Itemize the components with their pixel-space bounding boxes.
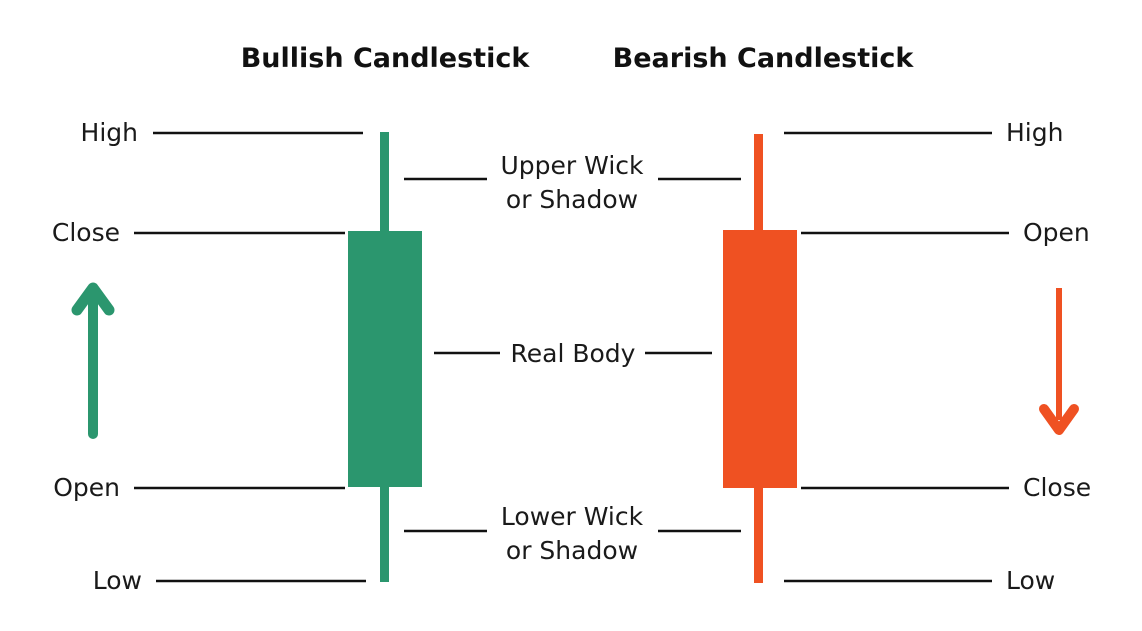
label-upper-wick-line1: Upper Wick — [501, 151, 645, 180]
bullish-real-body — [348, 231, 422, 487]
bearish-title: Bearish Candlestick — [613, 43, 915, 74]
arrow-down-icon — [1039, 288, 1079, 435]
label-left-low: Low — [93, 566, 142, 595]
label-right-high: High — [1006, 118, 1063, 147]
label-right-open: Open — [1023, 218, 1090, 247]
label-left-open: Open — [53, 473, 120, 502]
bullish-candlestick — [348, 132, 422, 582]
bullish-lower-wick — [380, 470, 389, 582]
label-right-close: Close — [1023, 473, 1091, 502]
bearish-real-body — [723, 230, 797, 488]
bullish-title: Bullish Candlestick — [241, 43, 531, 74]
label-real-body: Real Body — [511, 339, 636, 368]
bearish-upper-wick — [754, 134, 763, 244]
label-lower-wick-line1: Lower Wick — [501, 502, 644, 531]
label-upper-wick-line2: or Shadow — [506, 185, 638, 214]
bearish-candlestick — [723, 134, 797, 583]
label-left-high: High — [81, 118, 138, 147]
arrow-up-icon — [71, 282, 115, 439]
label-right-low: Low — [1006, 566, 1055, 595]
label-left-close: Close — [52, 218, 120, 247]
bullish-upper-wick — [380, 132, 389, 242]
label-lower-wick-line2: or Shadow — [506, 536, 638, 565]
arrow-up-head — [71, 282, 115, 316]
bearish-lower-wick — [754, 472, 763, 583]
arrow-down-head — [1039, 404, 1079, 435]
